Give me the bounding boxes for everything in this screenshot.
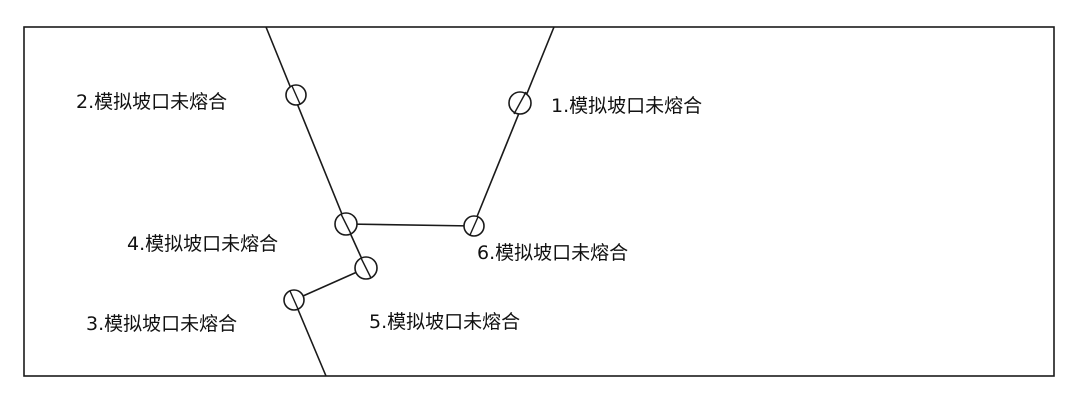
- defect-marker-5: [354, 256, 378, 280]
- defect-label-2: 2.模拟坡口未熔合: [76, 91, 227, 113]
- defect-label-1: 1.模拟坡口未熔合: [551, 95, 702, 117]
- diagram-frame: [23, 26, 1055, 377]
- defect-label-4: 4.模拟坡口未熔合: [127, 233, 278, 255]
- left-groove-line: [265, 26, 347, 225]
- horizontal-root-line: [345, 223, 475, 227]
- defect-label-3: 3.模拟坡口未熔合: [86, 313, 237, 335]
- lower-diagonal-line: [293, 267, 367, 301]
- defect-label-5: 5.模拟坡口未熔合: [369, 311, 520, 333]
- defect-marker-6: [463, 215, 485, 237]
- defect-marker-4: [334, 212, 358, 236]
- defect-marker-2: [285, 84, 307, 106]
- defect-label-6: 6.模拟坡口未熔合: [477, 242, 628, 264]
- defect-marker-3: [283, 289, 305, 311]
- bottom-exit-line: [293, 299, 327, 377]
- right-groove-line: [473, 26, 555, 225]
- defect-marker-1: [508, 91, 532, 115]
